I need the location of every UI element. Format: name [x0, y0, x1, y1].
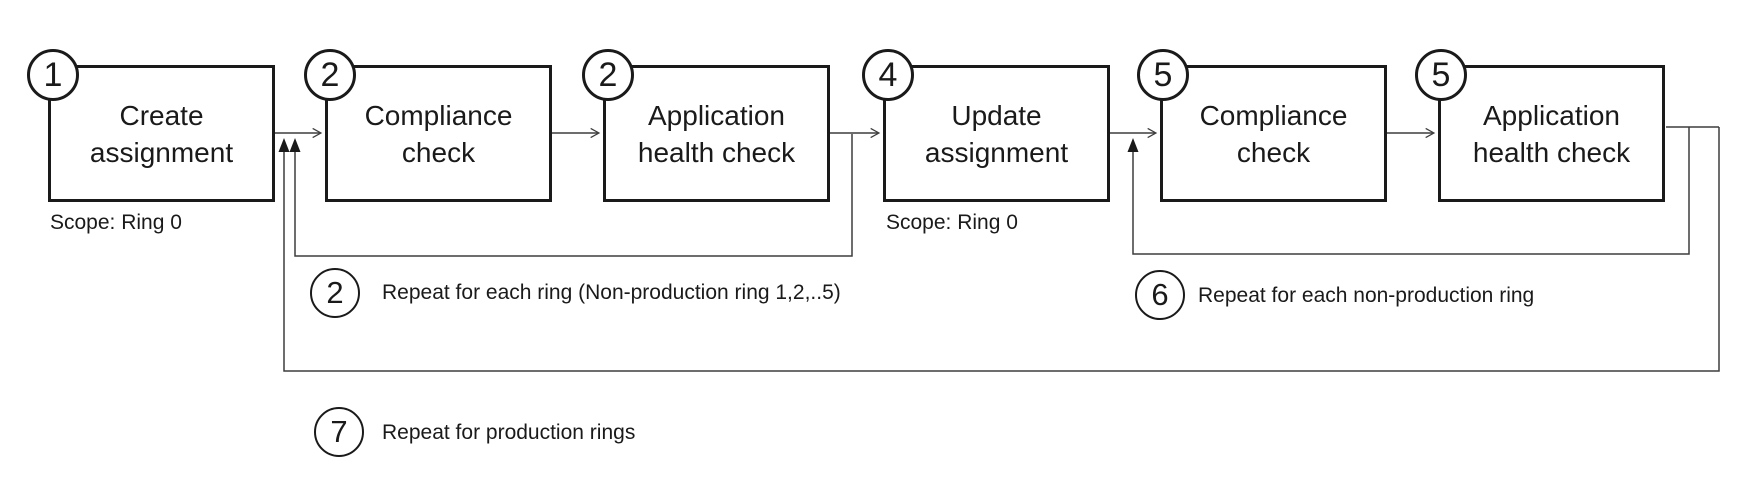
loop-number-badge: 2: [310, 268, 360, 318]
loop-number-badge: 7: [314, 407, 364, 457]
step-number-badge: 4: [862, 49, 914, 101]
step-box-application-health-check-2: Application health check: [1438, 65, 1665, 202]
scope-note-create-assignment: Scope: Ring 0: [50, 211, 182, 234]
step-label: Create assignment: [89, 99, 234, 168]
step-box-application-health-check-1: Application health check: [603, 65, 830, 202]
loop6-arrowhead-icon: [1127, 138, 1139, 152]
step-number-badge: 5: [1137, 49, 1189, 101]
loop-label-repeat-production-rings: Repeat for production rings: [382, 421, 636, 444]
loop7-return-line: [283, 127, 1720, 372]
loop2-return-line: [294, 134, 853, 257]
step-box-compliance-check-2: Compliance check: [1160, 65, 1387, 202]
step-number-badge: 2: [304, 49, 356, 101]
loop2-arrowhead-icon: [289, 138, 301, 152]
step-number-badge: 5: [1415, 49, 1467, 101]
loop7-arrowhead-icon: [278, 138, 290, 152]
step-box-create-assignment: Create assignment: [48, 65, 275, 202]
scope-note-update-assignment: Scope: Ring 0: [886, 211, 1018, 234]
step-label: Application health check: [1472, 99, 1631, 168]
loop-label-repeat-each-ring: Repeat for each ring (Non-production rin…: [382, 281, 841, 304]
step-number-badge: 1: [27, 49, 79, 101]
step-label: Compliance check: [364, 99, 513, 168]
step-number-badge: 2: [582, 49, 634, 101]
step-label: Application health check: [637, 99, 796, 168]
step-label: Compliance check: [1199, 99, 1348, 168]
loop-number-badge: 6: [1135, 270, 1185, 320]
step-label: Update assignment: [924, 99, 1069, 168]
step-box-update-assignment: Update assignment: [883, 65, 1110, 202]
loop6-return-line: [1132, 127, 1690, 255]
step-box-compliance-check-1: Compliance check: [325, 65, 552, 202]
loop-label-repeat-nonprod-ring: Repeat for each non-production ring: [1198, 284, 1535, 307]
